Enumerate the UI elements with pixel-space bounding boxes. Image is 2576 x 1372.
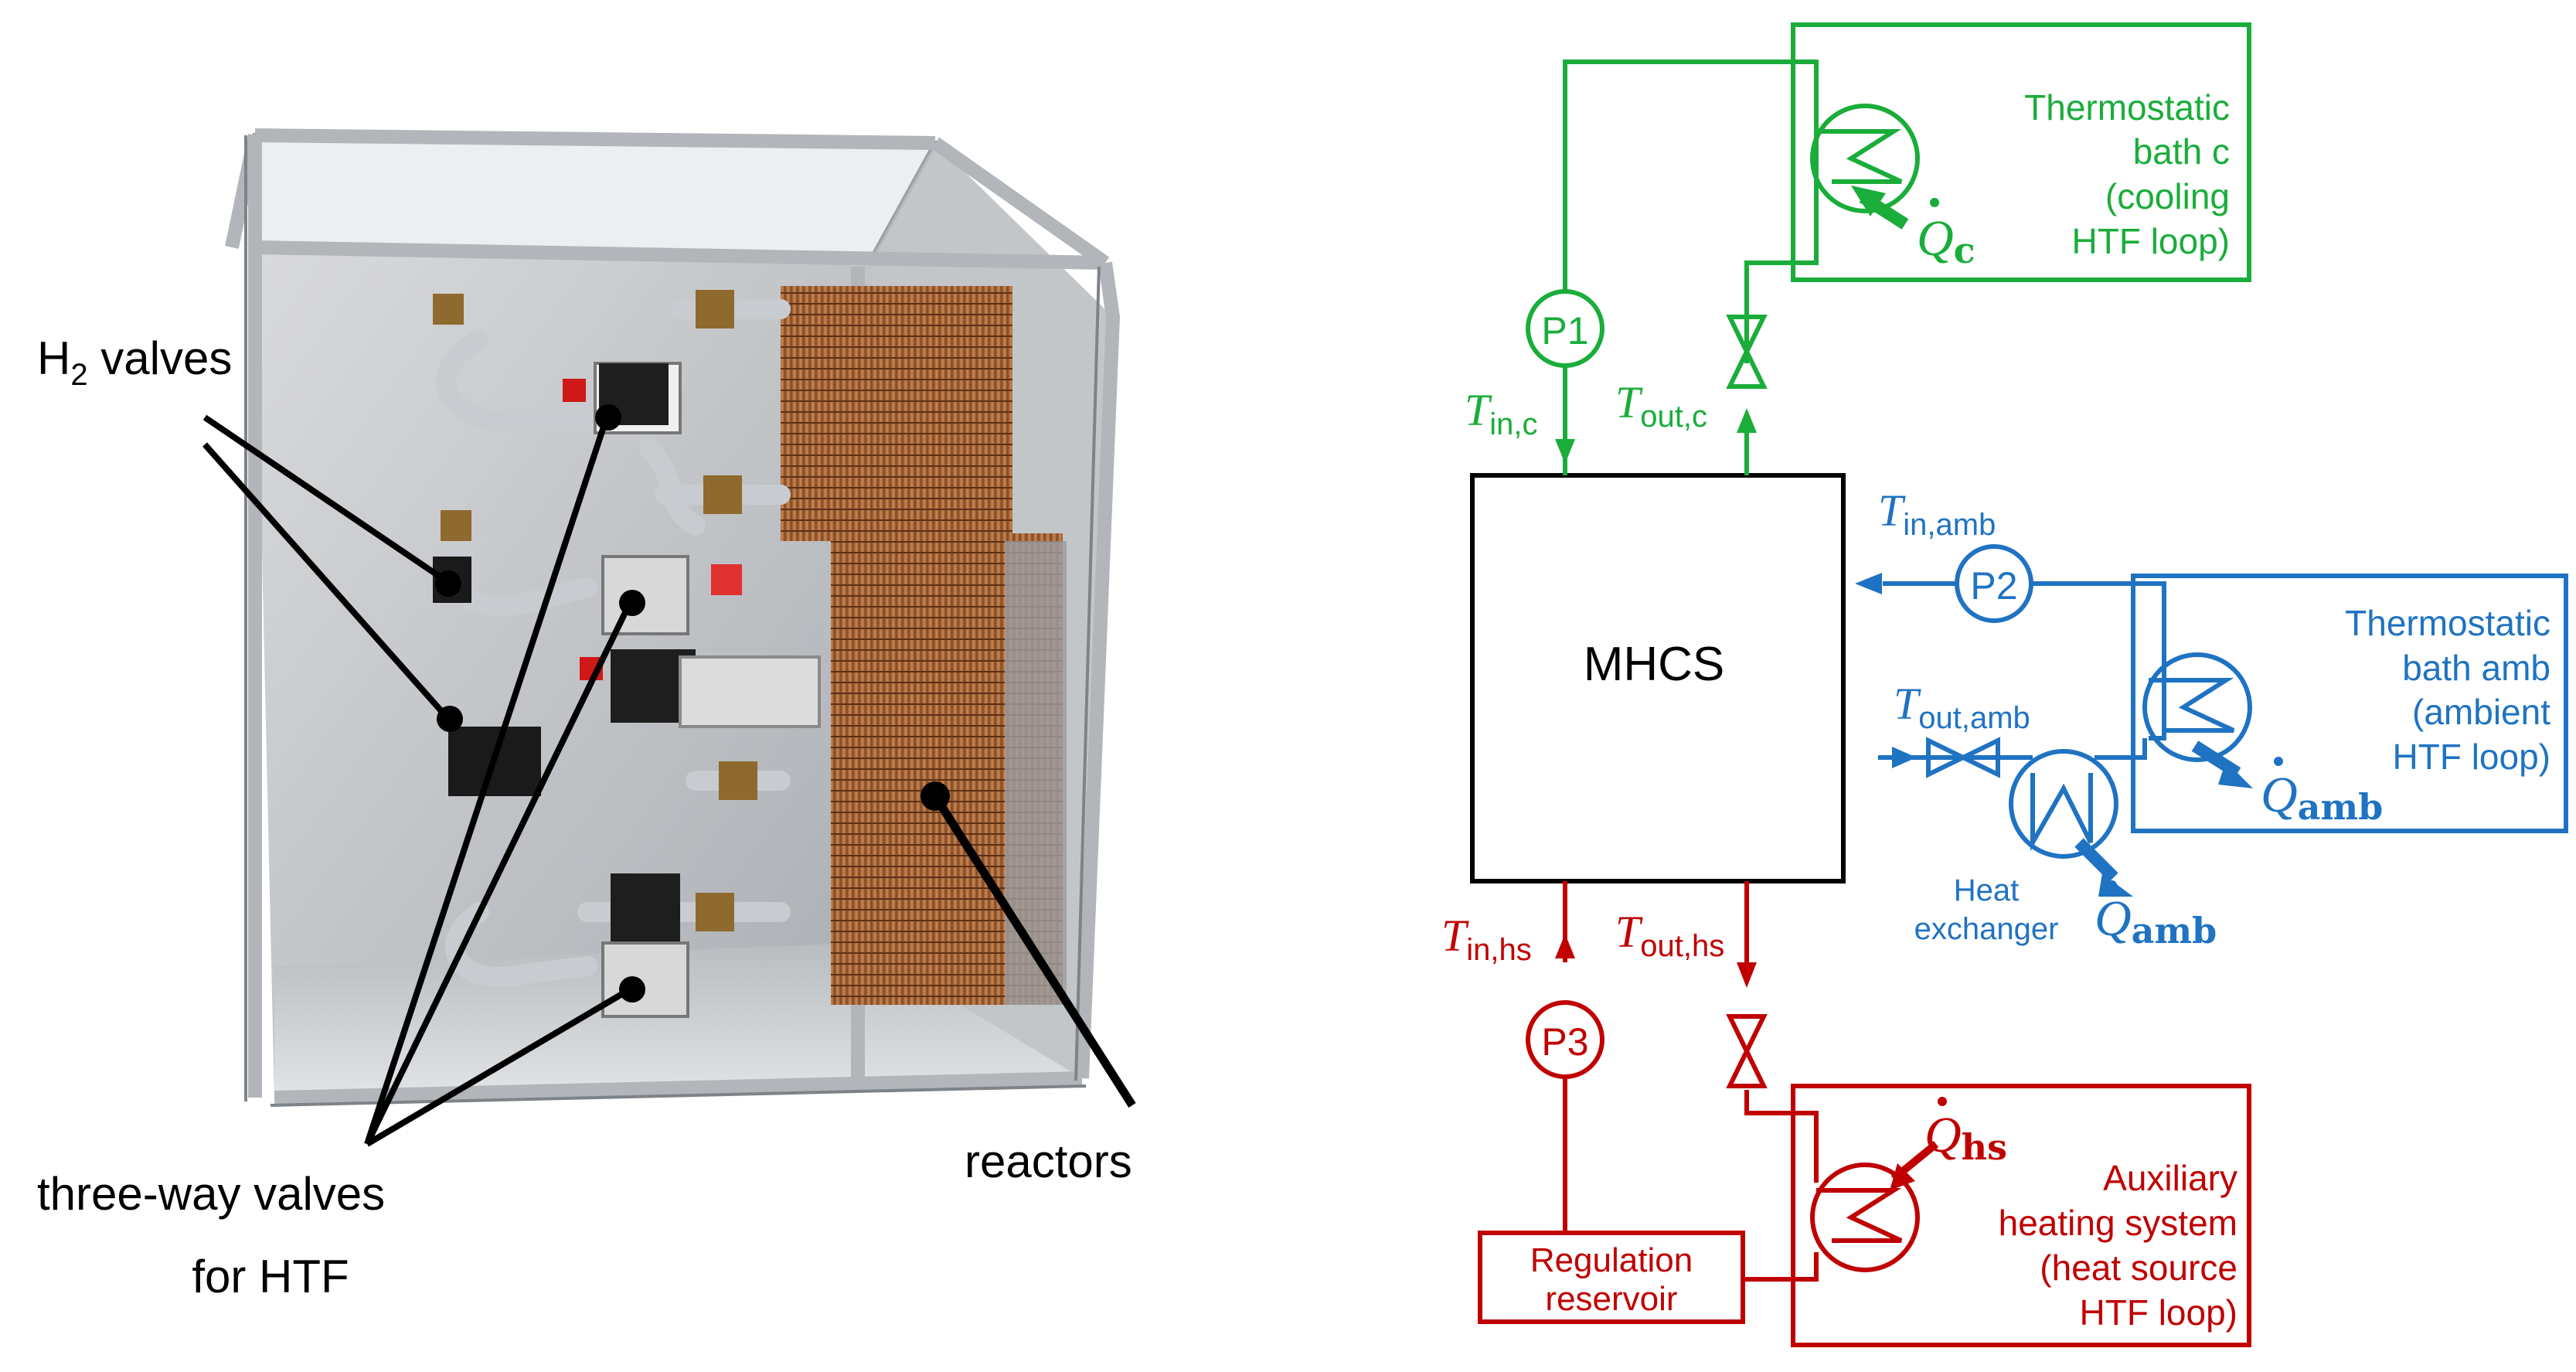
- leader-lines: [202, 414, 1136, 1147]
- cooling-valve-icon: [1726, 315, 1768, 389]
- pump-p1: [1526, 289, 1604, 368]
- photo-panel: H2 valves three-way valves for HTF react…: [37, 128, 1136, 1302]
- q-amb-bath-label: Qamb: [2261, 767, 2383, 828]
- ambient-bath-line3: (ambient: [2412, 692, 2550, 732]
- q-amb-bath-dot: [2274, 757, 2283, 766]
- ambient-bath-line2: bath amb: [2402, 648, 2550, 688]
- heating-system-line3: (heat source: [2040, 1248, 2237, 1288]
- heating-system-box: [1791, 1084, 2251, 1347]
- pump-p2: [1955, 544, 2033, 623]
- heating-valve-icon: [1726, 1014, 1768, 1088]
- t-out-hs-label: Tout,hs: [1615, 907, 1724, 963]
- heating-system-line4: HTF loop): [2080, 1292, 2237, 1333]
- heat-exchanger-line2: exchanger: [1914, 912, 2059, 946]
- reservoir-line1: Regulation: [1530, 1241, 1693, 1279]
- reactor-upper: [781, 286, 1012, 541]
- q-amb-hx-label: Qamb: [2094, 890, 2217, 952]
- cooling-q-arrowhead: [1851, 186, 1886, 216]
- regulation-reservoir-box: [1478, 1231, 1745, 1324]
- schematic: MHCS P1 Tin,c Tout,c Qc Th: [1441, 22, 2568, 1347]
- heating-system-text: Auxiliary heating system (heat source HT…: [1999, 1158, 2237, 1333]
- reservoir-line2: reservoir: [1545, 1280, 1677, 1318]
- mhcs-label: MHCS: [1584, 638, 1725, 691]
- ambient-out-arrow: [1892, 747, 1917, 768]
- t-out-amb-label: Tout,amb: [1894, 679, 2030, 735]
- ambient-bath-heat-exchanger-icon: [2142, 652, 2252, 778]
- heating-heat-exchanger-icon: [1810, 1141, 1939, 1272]
- heating-out-arrow: [1737, 962, 1757, 988]
- cooling-bath-line2: bath c: [2133, 131, 2230, 172]
- heat-exchanger-line1: Heat: [1954, 873, 2020, 907]
- pump-p3-label: P3: [1541, 1020, 1588, 1064]
- cooling-bath-text: Thermostatic bath c (cooling HTF loop): [2024, 87, 2230, 261]
- heat-exchanger-text: Heat exchanger: [1914, 873, 2059, 946]
- three-way-valve-1: [601, 555, 742, 635]
- ambient-bath-box: [2131, 574, 2568, 833]
- cooling-in-arrow: [1555, 439, 1575, 464]
- pump-p1-label: P1: [1541, 309, 1588, 352]
- fittings: [433, 290, 757, 931]
- cooling-bath-line3: (cooling: [2105, 176, 2230, 216]
- ambient-q-arrowhead: [2218, 761, 2253, 788]
- q-c-label: Qc: [1917, 210, 1975, 271]
- cooling-bath-line4: HTF loop): [2072, 221, 2230, 261]
- cabinet-back-panel: [253, 132, 940, 258]
- three-way-valves-label-line1: three-way valves: [37, 1168, 385, 1220]
- cabinet-left-panel: [255, 247, 873, 1098]
- heating-in-arrow: [1555, 934, 1575, 958]
- h2-valves-label: H2 valves: [37, 332, 232, 392]
- heating-q-arrowhead: [1890, 1163, 1915, 1190]
- q-c-dot: [1930, 198, 1939, 207]
- mhcs-box: [1470, 473, 1846, 883]
- ambient-bath-text: Thermostatic bath amb (ambient HTF loop): [2345, 603, 2550, 777]
- pump-p2-label: P2: [1970, 564, 2017, 608]
- heating-system-line1: Auxiliary: [2103, 1158, 2237, 1198]
- ambient-valve-icon: [1926, 737, 2000, 778]
- ambient-in-arrow: [1855, 573, 1882, 594]
- t-in-c-label: Tin,c: [1465, 385, 1538, 441]
- cooling-bath-box: [1791, 22, 2251, 282]
- reservoir-text: Regulation reservoir: [1530, 1241, 1693, 1318]
- t-out-c-label: Tout,c: [1615, 377, 1707, 434]
- ambient-bath-line4: HTF loop): [2393, 737, 2550, 777]
- cooling-bath-line1: Thermostatic: [2024, 87, 2230, 128]
- heating-system-line2: heating system: [1999, 1203, 2237, 1243]
- pump-p3: [1526, 1000, 1604, 1079]
- three-way-valves-label-line2: for HTF: [192, 1251, 349, 1302]
- t-in-hs-label: Tin,hs: [1441, 911, 1532, 967]
- q-amb-hx-dot: [2108, 880, 2117, 890]
- frame-edges: [244, 135, 1101, 1107]
- t-in-amb-label: Tin,amb: [1878, 485, 1996, 542]
- leader-dots: [435, 404, 950, 1003]
- reactor-plate: [1005, 541, 1067, 1005]
- three-way-valve-2: [601, 873, 689, 1018]
- cooling-out-arrow: [1737, 408, 1757, 433]
- heat-exchanger-icon: [2009, 749, 2118, 882]
- reactors-label: reactors: [965, 1135, 1132, 1187]
- q-hs-label: Qhs: [1924, 1107, 2007, 1168]
- ambient-bath-line1: Thermostatic: [2345, 603, 2550, 643]
- q-hs-dot: [1938, 1097, 1947, 1106]
